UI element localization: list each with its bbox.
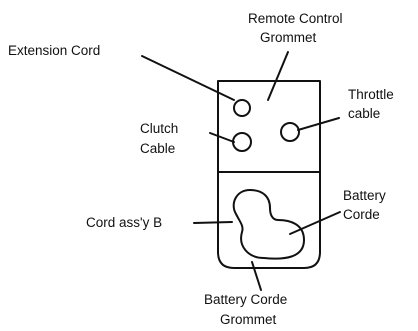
label-grommet-top: Grommet xyxy=(260,30,317,45)
label-cord-assy-b: Cord ass'y B xyxy=(86,215,162,230)
label-corde: Corde xyxy=(343,207,380,222)
label-clutch-cable: Cable xyxy=(140,141,175,156)
leader-clutch-cable xyxy=(209,132,235,143)
leader-extension-cord xyxy=(141,55,235,101)
leader-battery-corde-grommet xyxy=(251,261,262,291)
label-grommet-bottom: Grommet xyxy=(220,312,277,327)
upper-grommet-plate xyxy=(217,80,321,173)
label-extension-cord: Extension Cord xyxy=(8,43,100,58)
cord-opening xyxy=(232,189,305,260)
leader-remote-control-grommet xyxy=(267,51,289,101)
clutch-cable-hole xyxy=(232,132,252,152)
label-cable: cable xyxy=(348,106,380,121)
leader-cord-assy-b xyxy=(193,221,233,224)
extension-cord-hole xyxy=(233,99,251,117)
label-battery: Battery xyxy=(343,188,386,203)
leader-battery-corde xyxy=(289,211,341,235)
label-throttle: Throttle xyxy=(348,87,394,102)
throttle-cable-hole xyxy=(280,122,300,142)
label-battery-corde: Battery Corde xyxy=(204,292,287,307)
label-clutch: Clutch xyxy=(140,121,178,136)
leader-throttle-cable xyxy=(297,117,340,131)
label-remote-control: Remote Control xyxy=(248,11,343,26)
